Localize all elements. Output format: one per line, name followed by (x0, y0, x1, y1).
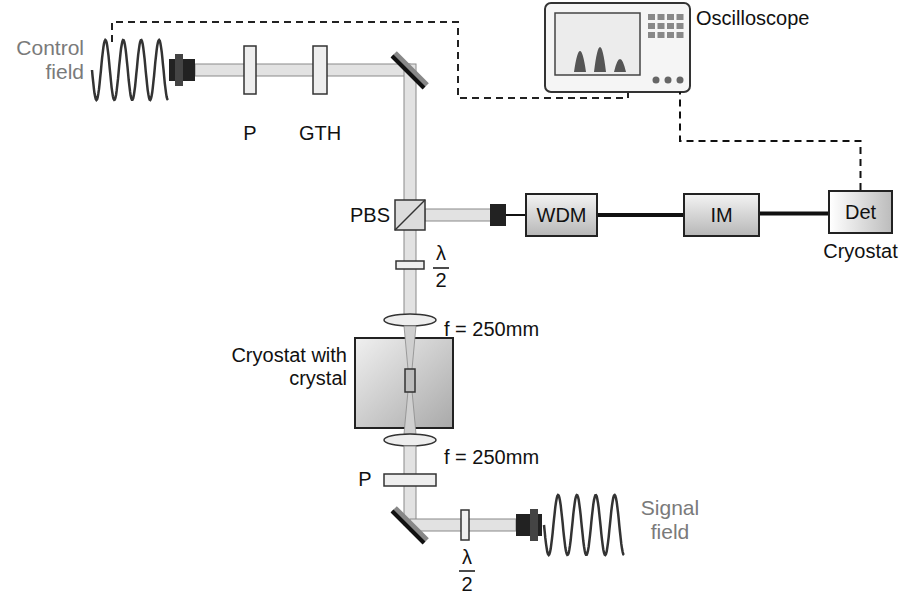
polarizer (244, 46, 256, 94)
beam-splitter (395, 200, 425, 230)
fiber-coupler (490, 204, 506, 226)
cryostat-housing (355, 338, 453, 428)
node-text: Cryostat (823, 240, 897, 263)
half-wave-plate (396, 261, 424, 269)
component-label: λ (426, 242, 456, 265)
node-text: Oscilloscope (696, 7, 809, 30)
knob (677, 77, 684, 84)
lens (384, 314, 436, 326)
component-label: P (350, 468, 380, 491)
button (667, 14, 674, 20)
glan-taylor-prism (313, 46, 327, 94)
laser-beam (195, 64, 410, 76)
button (667, 32, 674, 38)
crystal (405, 369, 415, 392)
fiber-coil (92, 40, 624, 555)
component-label: PBS (332, 204, 390, 227)
oscilloscope-screen (555, 13, 640, 75)
focal-length: f = 250mm (444, 318, 564, 341)
focal-length: f = 250mm (444, 446, 564, 469)
button (658, 23, 665, 29)
knob (665, 77, 672, 84)
laser-beam (425, 209, 491, 221)
oscilloscope: Oscilloscope (545, 3, 690, 92)
modulator-box: IM (683, 193, 760, 237)
button (677, 32, 684, 38)
fraction-bar (459, 570, 475, 572)
oscilloscope-body (545, 3, 690, 92)
signal-cable (680, 92, 861, 190)
component-label: λ (452, 546, 482, 569)
fiber-coil (544, 495, 624, 555)
signal-peaks (558, 47, 637, 72)
component-label: 2 (452, 573, 482, 596)
node-text: Det (845, 201, 876, 224)
mirror (392, 511, 424, 543)
fiber-coupler (516, 514, 542, 536)
lens (384, 434, 436, 446)
optical-fiber (598, 213, 683, 217)
component-label: GTH (290, 122, 350, 145)
beam-splitter (395, 200, 425, 230)
button (658, 14, 665, 20)
fiber-coil (92, 40, 168, 100)
wdm-box: WDM (525, 193, 598, 237)
component-label: P (225, 122, 275, 145)
laser-beam (404, 64, 416, 320)
field-label: Control field (2, 36, 84, 84)
detector-box: DetCryostat (828, 190, 893, 234)
optical-fiber (760, 212, 828, 216)
button (658, 32, 665, 38)
half-wave-plate (461, 510, 469, 540)
fraction-bar (433, 267, 449, 269)
component-label: 2 (426, 269, 456, 292)
button (677, 23, 684, 29)
mirror-back (394, 509, 426, 541)
fiber (506, 214, 525, 216)
knob (653, 77, 660, 84)
button (667, 23, 674, 29)
mirror (392, 56, 424, 88)
button (677, 14, 684, 20)
polarizer (384, 474, 436, 486)
mirror-back (394, 54, 426, 86)
node-text: IM (710, 204, 732, 227)
fiber-coupler (175, 54, 183, 86)
button (648, 32, 655, 38)
button (648, 14, 655, 20)
node-text: Cryostat with crystal (225, 344, 347, 390)
node-text: WDM (537, 204, 587, 227)
fiber-coupler (530, 509, 538, 541)
button (648, 23, 655, 29)
cryostat: Cryostat with crystal (355, 338, 453, 428)
field-label: Signal field (630, 496, 710, 544)
oscilloscope-buttons (648, 14, 684, 38)
